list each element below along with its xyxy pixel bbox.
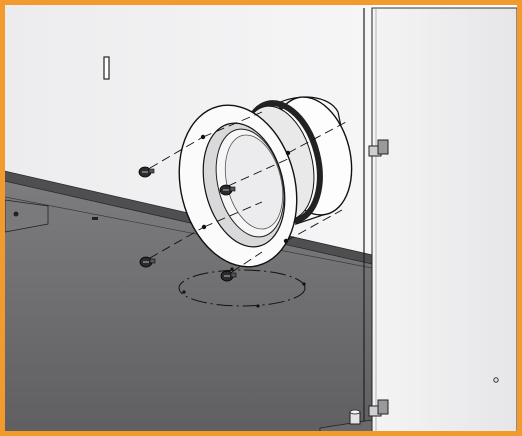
cutout-marker — [302, 282, 306, 286]
side-clip — [368, 399, 389, 417]
bracket-hole — [13, 211, 19, 217]
right-side-panel — [371, 7, 518, 436]
wall-slot — [103, 56, 110, 80]
floor-cutout-outline — [178, 269, 306, 307]
cutout-marker — [230, 267, 234, 271]
assembly-guide-lines — [149, 111, 347, 273]
screw — [220, 270, 237, 282]
left-floor-bracket — [4, 199, 49, 233]
screw — [138, 166, 155, 178]
screw — [139, 256, 156, 268]
floor-edge-line — [0, 195, 373, 269]
mounting-flange — [178, 104, 298, 268]
screw — [219, 184, 236, 196]
cutout-marker — [256, 304, 260, 308]
floor-slot — [92, 217, 98, 220]
panel-screw-hole — [493, 377, 499, 383]
cutout-marker — [182, 290, 186, 294]
side-clip — [368, 139, 389, 157]
